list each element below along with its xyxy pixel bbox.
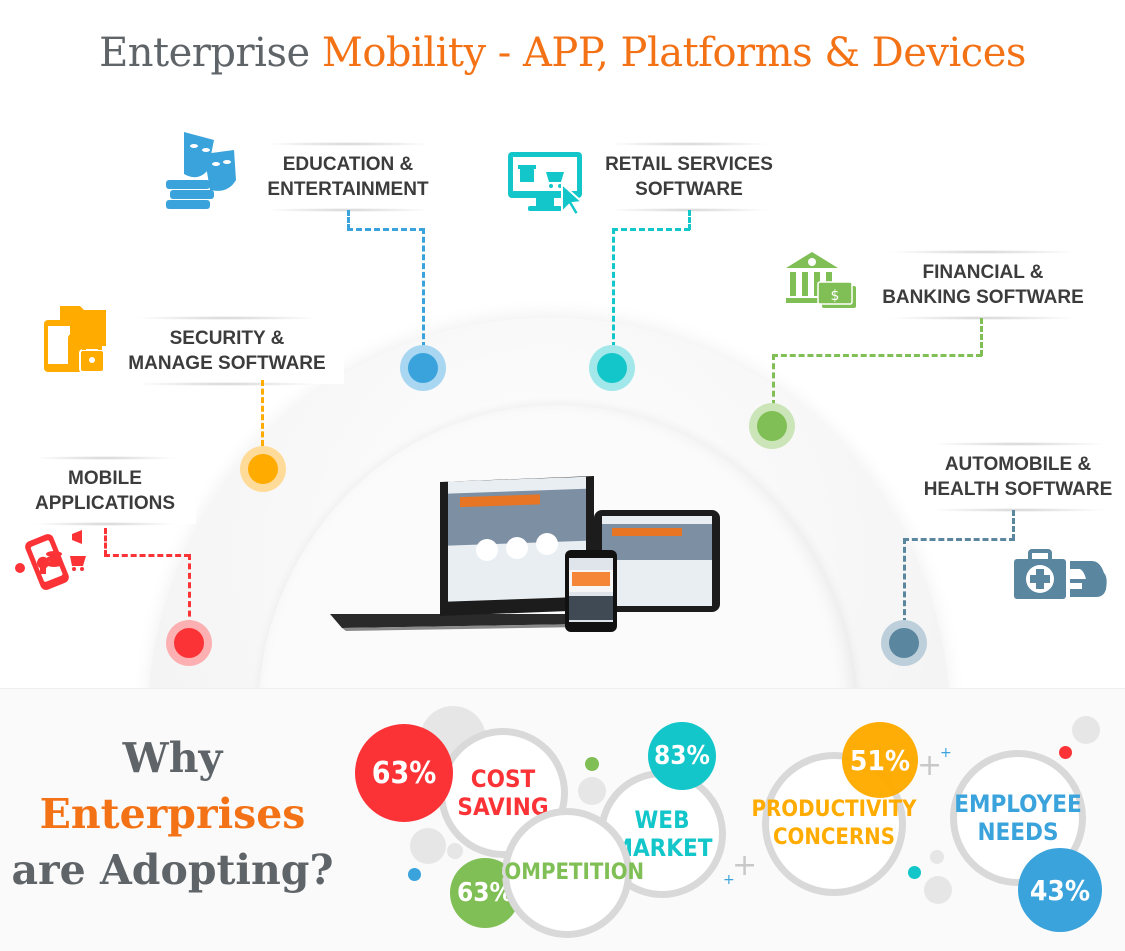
category-label-automobile: AUTOMOBILE & HEALTH SOFTWARE — [906, 442, 1125, 512]
connector-automobile — [903, 538, 906, 624]
connector-retail — [688, 210, 691, 230]
node-financial — [749, 403, 795, 449]
label-line: EDUCATION & — [282, 154, 414, 175]
medkit-car-icon — [1012, 545, 1110, 606]
decor-bubble — [447, 843, 463, 859]
monitor-cart-icon — [506, 150, 588, 221]
decor-dot-blue — [408, 868, 421, 881]
node-retail — [589, 345, 635, 391]
decor-bubble — [924, 876, 952, 904]
label-line: APPLICATIONS — [34, 493, 176, 514]
decor-plus: + — [940, 745, 952, 761]
label-line: SECURITY & — [169, 328, 285, 349]
stat-employee-needs: 43% — [1018, 848, 1102, 932]
reason-label: EMPLOYEE — [954, 790, 1082, 818]
reason-competition: COMPETITION — [490, 808, 644, 938]
why-line-3: are Adopting? — [11, 846, 334, 894]
label-line: RETAIL SERVICES — [605, 154, 773, 175]
node-mobile — [166, 620, 212, 666]
theater-masks-books-icon — [164, 126, 244, 217]
connector-mobile — [188, 554, 191, 626]
why-heading: Why Enterprises are Adopting? — [0, 730, 345, 898]
mobile-apps-icon — [10, 528, 95, 603]
decor-dot-red — [1059, 746, 1072, 759]
reason-label: PRODUCTIVITY — [751, 797, 917, 822]
connector-mobile — [104, 528, 107, 556]
connector-education — [347, 210, 350, 230]
reason-label: COST — [470, 765, 536, 793]
stat-productivity: 51% — [842, 722, 918, 798]
stat-cost-saving: 63% — [355, 724, 453, 822]
reason-label: NEEDS — [977, 818, 1059, 846]
connector-retail — [612, 228, 615, 348]
decor-plus: + — [732, 848, 758, 883]
connector-financial — [980, 318, 983, 356]
decor-dot-teal — [908, 866, 921, 879]
connector-financial — [772, 354, 775, 406]
label-line: MANAGE SOFTWARE — [128, 353, 326, 374]
category-label-financial: FINANCIAL & BANKING SOFTWARE — [862, 250, 1104, 320]
connector-financial — [772, 354, 982, 357]
svg-text:$: $ — [831, 288, 840, 304]
stat-web-market: 83% — [648, 722, 716, 790]
connector-security — [261, 380, 264, 446]
decor-plus: + — [917, 748, 943, 783]
label-line: BANKING SOFTWARE — [882, 287, 1084, 308]
devices-lock-icon — [42, 302, 112, 381]
connector-education — [347, 228, 425, 231]
label-line: HEALTH SOFTWARE — [923, 479, 1113, 500]
decor-plus: + — [723, 872, 735, 888]
connector-retail — [612, 228, 690, 231]
reason-label: CONCERNS — [772, 825, 896, 850]
why-line-2: Enterprises — [39, 790, 306, 838]
title-part-gray: Enterprise — [99, 30, 310, 76]
label-line: FINANCIAL & — [922, 262, 1044, 283]
connector-mobile — [104, 554, 190, 557]
title-part-orange: Mobility - APP, Platforms & Devices — [321, 30, 1027, 76]
bank-money-icon: $ — [784, 248, 860, 317]
category-label-education: EDUCATION & ENTERTAINMENT — [242, 142, 454, 212]
decor-dot-green — [585, 757, 599, 771]
category-label-mobile: MOBILE APPLICATIONS — [14, 456, 196, 526]
node-security — [240, 446, 286, 492]
decor-bubble — [930, 850, 944, 864]
decor-bubble — [578, 777, 606, 805]
node-automobile — [881, 620, 927, 666]
connector-automobile — [1012, 510, 1015, 540]
connector-automobile — [903, 538, 1015, 541]
decor-bubble — [410, 828, 446, 864]
devices-illustration — [322, 472, 742, 642]
reason-label: COMPETITION — [489, 860, 645, 885]
category-label-retail: RETAIL SERVICES SOFTWARE — [586, 142, 792, 212]
reason-label: WEB — [634, 806, 690, 834]
label-line: AUTOMOBILE & — [944, 454, 1092, 475]
label-line: ENTERTAINMENT — [267, 179, 429, 200]
page-title: Enterprise Mobility - APP, Platforms & D… — [0, 30, 1125, 76]
category-label-security: SECURITY & MANAGE SOFTWARE — [110, 316, 344, 386]
connector-education — [422, 228, 425, 348]
why-line-1: Why — [122, 734, 223, 782]
label-line: SOFTWARE — [635, 179, 743, 200]
node-education — [400, 345, 446, 391]
decor-bubble — [1072, 716, 1100, 744]
label-line: MOBILE — [68, 468, 142, 489]
